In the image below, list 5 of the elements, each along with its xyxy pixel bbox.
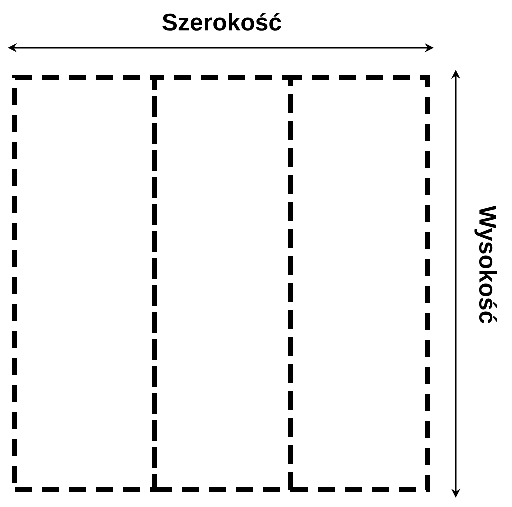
dashed-panel bbox=[12, 76, 158, 492]
dashed-panel bbox=[288, 76, 430, 492]
dimension-label: Szerokość bbox=[162, 13, 282, 31]
dimension-label: Wysokość bbox=[474, 206, 498, 324]
dashed-panel bbox=[152, 76, 294, 492]
